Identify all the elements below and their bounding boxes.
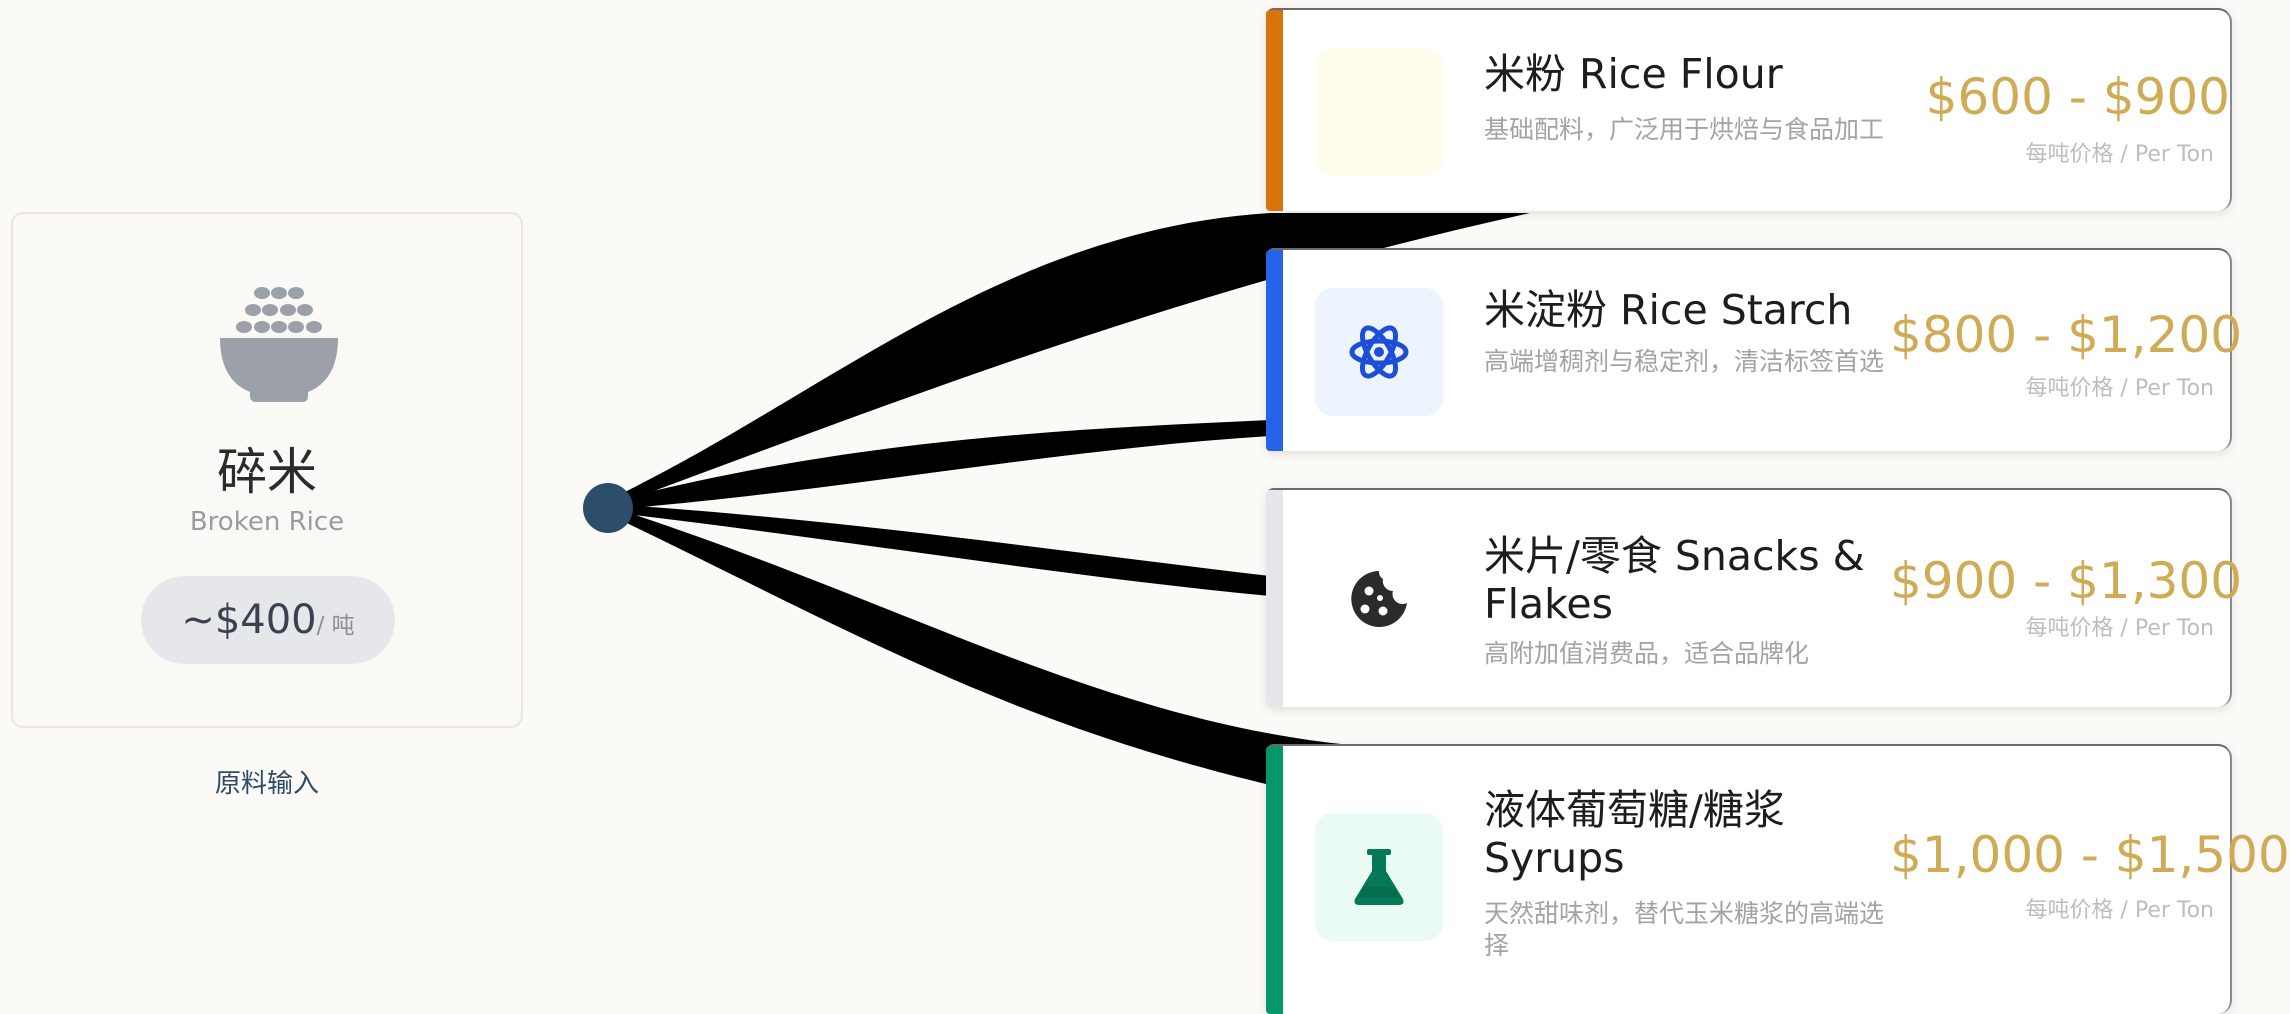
card-accent-bar — [1266, 10, 1283, 211]
value-chain-diagram: 碎米 Broken Rice ~$400/ 吨 原料输入 米粉 Rice Flo… — [11, 8, 2290, 1014]
card-accent-bar — [1266, 250, 1283, 451]
product-price-unit: 每吨价格 / Per Ton — [2025, 376, 2214, 401]
product-description: 高端增稠剂与稳定剂，清洁标签首选 — [1484, 347, 1885, 376]
product-price: $1,000 - $1,500 — [1890, 826, 2290, 884]
product-description: 天然甜味剂，替代玉米糖浆的高端选择 — [1484, 899, 1885, 960]
product-card-syrups[interactable]: 液体葡萄糖/糖浆 Syrups 天然甜味剂，替代玉米糖浆的高端选择 $1,000… — [1266, 744, 2290, 1014]
source-card: 碎米 Broken Rice ~$400/ 吨 — [11, 212, 523, 728]
product-price: $600 - $900 — [1925, 68, 2230, 126]
source-price: ~$400 — [181, 597, 317, 643]
flow-ribbons — [608, 213, 1530, 785]
source-subtitle: Broken Rice — [189, 507, 345, 537]
product-description: 高附加值消费品，适合品牌化 — [1484, 639, 1810, 668]
product-name: 米片/零食 Snacks & Flakes — [1484, 532, 1865, 628]
atom-icon — [1315, 288, 1443, 416]
source-price-pill: ~$400/ 吨 — [141, 576, 395, 664]
cookie-icon — [1315, 535, 1443, 663]
product-price-unit: 每吨价格 / Per Ton — [2025, 898, 2214, 923]
product-description: 基础配料，广泛用于烘焙与食品加工 — [1484, 115, 1885, 144]
product-name: 米淀粉 Rice Starch — [1484, 286, 1853, 334]
product-name: 液体葡萄糖/糖浆 Syrups — [1484, 786, 1785, 882]
card-accent-bar — [1266, 746, 1283, 1014]
product-price: $900 - $1,300 — [1890, 552, 2243, 610]
flow-ribbon-rice-starch — [608, 420, 1270, 510]
source-caption: 原料输入 — [214, 769, 319, 799]
product-name: 米粉 Rice Flour — [1484, 50, 1783, 98]
product-card-rice-flour[interactable]: 米粉 Rice Flour 基础配料，广泛用于烘焙与食品加工 $600 - $9… — [1266, 8, 2232, 211]
hub-node — [583, 483, 633, 533]
card-accent-bar — [1266, 490, 1283, 707]
flow-ribbon-syrups — [608, 506, 1350, 785]
flask-icon — [1315, 813, 1443, 941]
rice-bowl-icon — [216, 284, 342, 404]
source-price-unit: / 吨 — [316, 613, 355, 639]
product-price-unit: 每吨价格 / Per Ton — [2025, 142, 2214, 167]
flow-ribbon-rice-flour — [608, 213, 1530, 508]
product-price: $800 - $1,200 — [1890, 306, 2243, 364]
flow-ribbon-snacks — [608, 504, 1270, 596]
product-price-unit: 每吨价格 / Per Ton — [2025, 616, 2214, 641]
rice-flour-icon — [1315, 48, 1443, 176]
product-card-rice-starch[interactable]: 米淀粉 Rice Starch 高端增稠剂与稳定剂，清洁标签首选 $800 - … — [1266, 248, 2243, 451]
product-card-snacks-flakes[interactable]: 米片/零食 Snacks & Flakes 高附加值消费品，适合品牌化 $900… — [1266, 488, 2243, 707]
source-title: 碎米 — [217, 443, 317, 501]
